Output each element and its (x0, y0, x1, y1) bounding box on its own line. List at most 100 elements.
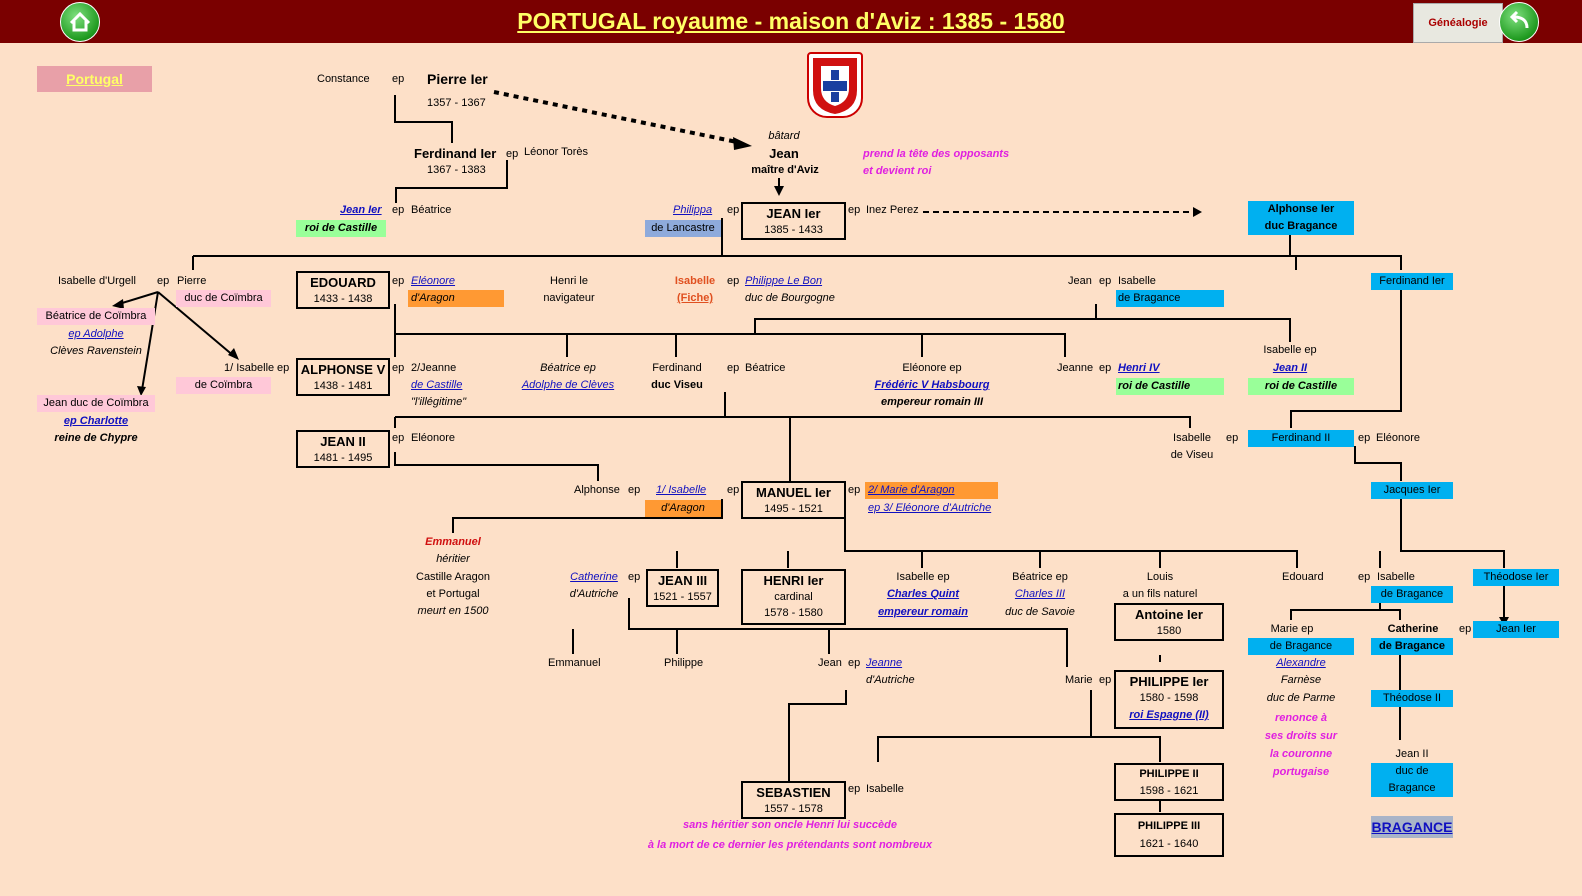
jean-duke: Jean (1068, 275, 1092, 287)
henri1-dates: 1578 - 1580 (764, 607, 823, 619)
marie-bragance-ep: Marie ep (1270, 623, 1314, 635)
ep-label: ep (392, 275, 405, 287)
genealogy-button[interactable]: Généalogie (1413, 3, 1503, 43)
eleonore2: Eléonore (411, 432, 456, 444)
leonor-tores: Léonor Torès (524, 146, 589, 158)
ep-label: ep (727, 362, 740, 374)
jean2-box[interactable]: JEAN II 1481 - 1495 (296, 430, 390, 468)
back-button[interactable] (1499, 2, 1539, 42)
portugal-link[interactable]: Portugal (37, 66, 152, 92)
emmanuel-heir: Emmanuel (425, 536, 481, 548)
ep-label: ep (506, 148, 519, 160)
manuel1-box[interactable]: MANUEL Ier 1495 - 1521 (741, 481, 846, 519)
philippe: Philippe (664, 657, 704, 669)
jean1-box[interactable]: JEAN Ier 1385 - 1433 (741, 202, 846, 240)
eleonore3: Eléonore (1376, 432, 1421, 444)
charlotte-link[interactable]: ep Charlotte (63, 415, 129, 427)
empereur-romain-3: empereur romain III (880, 396, 984, 408)
alphonse-bragance-title: duc Bragance (1264, 220, 1338, 232)
portugal-link-label[interactable]: Portugal (66, 71, 123, 87)
isabelle-quint-ep: Isabelle ep (896, 571, 950, 583)
jeanne: Jeanne (1057, 362, 1094, 374)
philippa-link[interactable]: Philippa (673, 204, 713, 216)
sebastien-dates: 1557 - 1578 (764, 803, 823, 815)
bragance-nav-button[interactable]: BRAGANCE (1371, 816, 1453, 838)
philippe1-dates: 1580 - 1598 (1139, 692, 1199, 704)
eleonore-autriche-link[interactable]: ep 3/ Eléonore d'Autriche (868, 502, 992, 514)
jeanne-castille-link[interactable]: de Castille (411, 379, 463, 391)
charles-quint-link[interactable]: Charles Quint (886, 588, 960, 600)
ep-label: ep (628, 571, 641, 583)
ep-label: ep (392, 432, 405, 444)
jean2-roi-castille: roi de Castille (1248, 378, 1354, 395)
adolphe-link[interactable]: ep Adolphe (68, 328, 124, 340)
sebastien-box[interactable]: SEBASTIEN 1557 - 1578 (741, 781, 846, 819)
isabelle3: Isabelle (1377, 571, 1415, 583)
alphonse5-box[interactable]: ALPHONSE V 1438 - 1481 (296, 358, 390, 396)
bragance-nav-label[interactable]: BRAGANCE (1371, 819, 1453, 835)
marie-aragon-link[interactable]: 2/ Marie d'Aragon (868, 484, 955, 496)
isabelle-aragon-link[interactable]: 1/ Isabelle (656, 484, 707, 496)
ep-label: ep (1226, 432, 1239, 444)
duc-coimbra: duc de Coïmbra (176, 290, 271, 307)
antoine1-box[interactable]: Antoine Ier 1580 (1114, 603, 1224, 641)
jean2-castille-link[interactable]: Jean II (1272, 362, 1308, 374)
theodose1-bragance: Théodose Ier (1473, 569, 1559, 586)
empereur-romain-link[interactable]: empereur romain (878, 606, 968, 618)
isabelle-fiche: Isabelle (674, 275, 716, 287)
sebastien-name: SEBASTIEN (756, 785, 831, 800)
isabelle-bragance: Isabelle (1118, 275, 1156, 287)
alexandre-link[interactable]: Alexandre (1276, 657, 1326, 669)
edouard-box[interactable]: EDOUARD 1433 - 1438 (296, 271, 390, 309)
jean1-name: JEAN Ier (766, 206, 821, 221)
jean-batard: Jean (769, 146, 799, 161)
jean1-bragance: Jean Ier (1473, 621, 1559, 638)
henri4-roi-castille: roi de Castille (1116, 378, 1224, 395)
ep-label: ep (1358, 432, 1371, 444)
philippe2-box[interactable]: PHILIPPE II 1598 - 1621 (1114, 763, 1224, 801)
henri1-box[interactable]: HENRI Ier cardinal 1578 - 1580 (741, 569, 846, 625)
emmanuel-castille: Castille Aragon (416, 571, 490, 583)
philippe3-name: PHILIPPE III (1137, 820, 1201, 832)
ep-label: ep (277, 362, 290, 374)
fiche-link[interactable]: (Fiche) (676, 292, 714, 304)
jean3-box[interactable]: JEAN III 1521 - 1557 (646, 569, 719, 607)
emmanuel-mort: meurt en 1500 (417, 605, 489, 617)
ferdinand1-name: Ferdinand Ier (414, 146, 497, 161)
jean1-castille-link[interactable]: Jean Ier (340, 204, 382, 216)
note-sebastien-1: sans héritier son oncle Henri lui succèd… (683, 819, 897, 831)
louis-fils-naturel: a un fils naturel (1122, 588, 1198, 600)
alphonse5-dates: 1438 - 1481 (313, 380, 373, 392)
ep-label: ep (628, 484, 641, 496)
eleonore-ep: Eléonore ep (902, 362, 962, 374)
duc-parme: duc de Parme (1266, 692, 1336, 704)
catherine-bragance-name: Catherine (1387, 623, 1439, 635)
edouard-dates: 1433 - 1438 (313, 293, 373, 305)
philippe1-box[interactable]: PHILIPPE Ier 1580 - 1598 roi Espagne (II… (1114, 670, 1224, 729)
philippe-le-bon-link[interactable]: Philippe Le Bon (745, 275, 823, 287)
frederic-habsbourg-link[interactable]: Frédéric V Habsbourg (874, 379, 990, 391)
home-button[interactable] (60, 2, 100, 42)
renonce-2: ses droits sur (1264, 730, 1338, 742)
ep-label: ep (1099, 362, 1112, 374)
roi-espagne-link[interactable]: roi Espagne (II) (1129, 709, 1209, 721)
jean2-dates: 1481 - 1495 (313, 452, 373, 464)
pierre1-name: Pierre Ier (427, 71, 488, 87)
adolphe-cleves-link[interactable]: Adolphe de Clèves (521, 379, 615, 391)
ep-label: ep (392, 362, 405, 374)
henri4-link[interactable]: Henri IV (1118, 362, 1160, 374)
jeanne-castille-1: 2/Jeanne (411, 362, 457, 374)
charles3-link[interactable]: Charles III (1014, 588, 1066, 600)
alphonse-bragance-box[interactable]: Alphonse Ier duc Bragance (1248, 201, 1354, 235)
isabelle-ep: Isabelle ep (1263, 344, 1317, 356)
de-bragance-1: de Bragance (1116, 290, 1224, 307)
catherine-autriche-link[interactable]: Catherine (570, 571, 618, 583)
beatrice1: Béatrice (411, 204, 452, 216)
jacques1-bragance: Jacques Ier (1371, 482, 1453, 499)
title-bar (0, 0, 1582, 43)
eleonore-aragon-link[interactable]: Eléonore (411, 275, 456, 287)
isabelle-aragon-title: d'Aragon (645, 500, 721, 517)
philippe3-box[interactable]: PHILIPPE III 1621 - 1640 (1114, 813, 1224, 857)
jeanne-autriche-link[interactable]: Jeanne (866, 657, 903, 669)
henri1-name: HENRI Ier (763, 573, 824, 588)
